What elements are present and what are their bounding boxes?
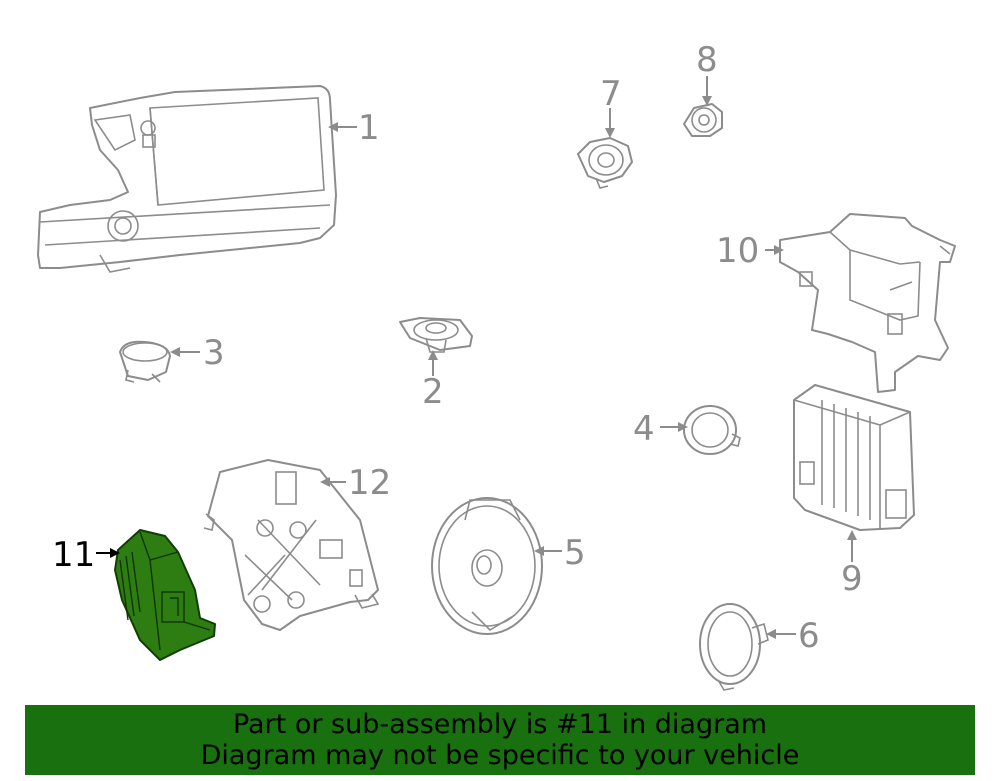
callout-5: 5 — [564, 533, 586, 573]
callout-3: 3 — [203, 333, 225, 373]
banner-line-part-number: Part or sub-assembly is #11 in diagram — [232, 709, 768, 740]
part-2-speaker — [399, 317, 473, 353]
part-11-module-highlighted — [114, 529, 216, 661]
callout-6: 6 — [798, 616, 820, 656]
callout-labels: 1 2 3 4 5 6 7 8 9 10 11 12 — [52, 40, 863, 656]
part-9-amplifier — [793, 384, 915, 531]
callout-7: 7 — [600, 74, 622, 114]
part-4-tweeter — [683, 405, 741, 455]
callout-8: 8 — [696, 40, 718, 80]
info-banner: Part or sub-assembly is #11 in diagram D… — [25, 705, 975, 775]
callout-10: 10 — [716, 231, 759, 271]
part-8-tweeter — [683, 103, 723, 137]
part-3-speaker — [119, 340, 171, 383]
leader-lines — [96, 76, 857, 639]
callout-9: 9 — [841, 559, 863, 599]
callout-12: 12 — [348, 463, 391, 503]
callout-2: 2 — [422, 372, 444, 412]
part-6-speaker — [699, 603, 769, 691]
callout-1: 1 — [358, 108, 380, 148]
banner-line-disclaimer: Diagram may not be specific to your vehi… — [200, 740, 800, 771]
callout-4: 4 — [633, 409, 655, 449]
part-12-mounting-plate — [203, 459, 380, 631]
part-7-tweeter — [577, 137, 633, 189]
part-10-bracket — [779, 213, 956, 393]
callout-11: 11 — [52, 535, 95, 575]
part-1-instrument-panel — [37, 85, 337, 273]
part-5-woofer — [431, 497, 543, 635]
parts-diagram-svg: 1 2 3 4 5 6 7 8 9 10 11 12 — [37, 40, 956, 691]
parts-diagram: 1 2 3 4 5 6 7 8 9 10 11 12 — [37, 40, 956, 691]
